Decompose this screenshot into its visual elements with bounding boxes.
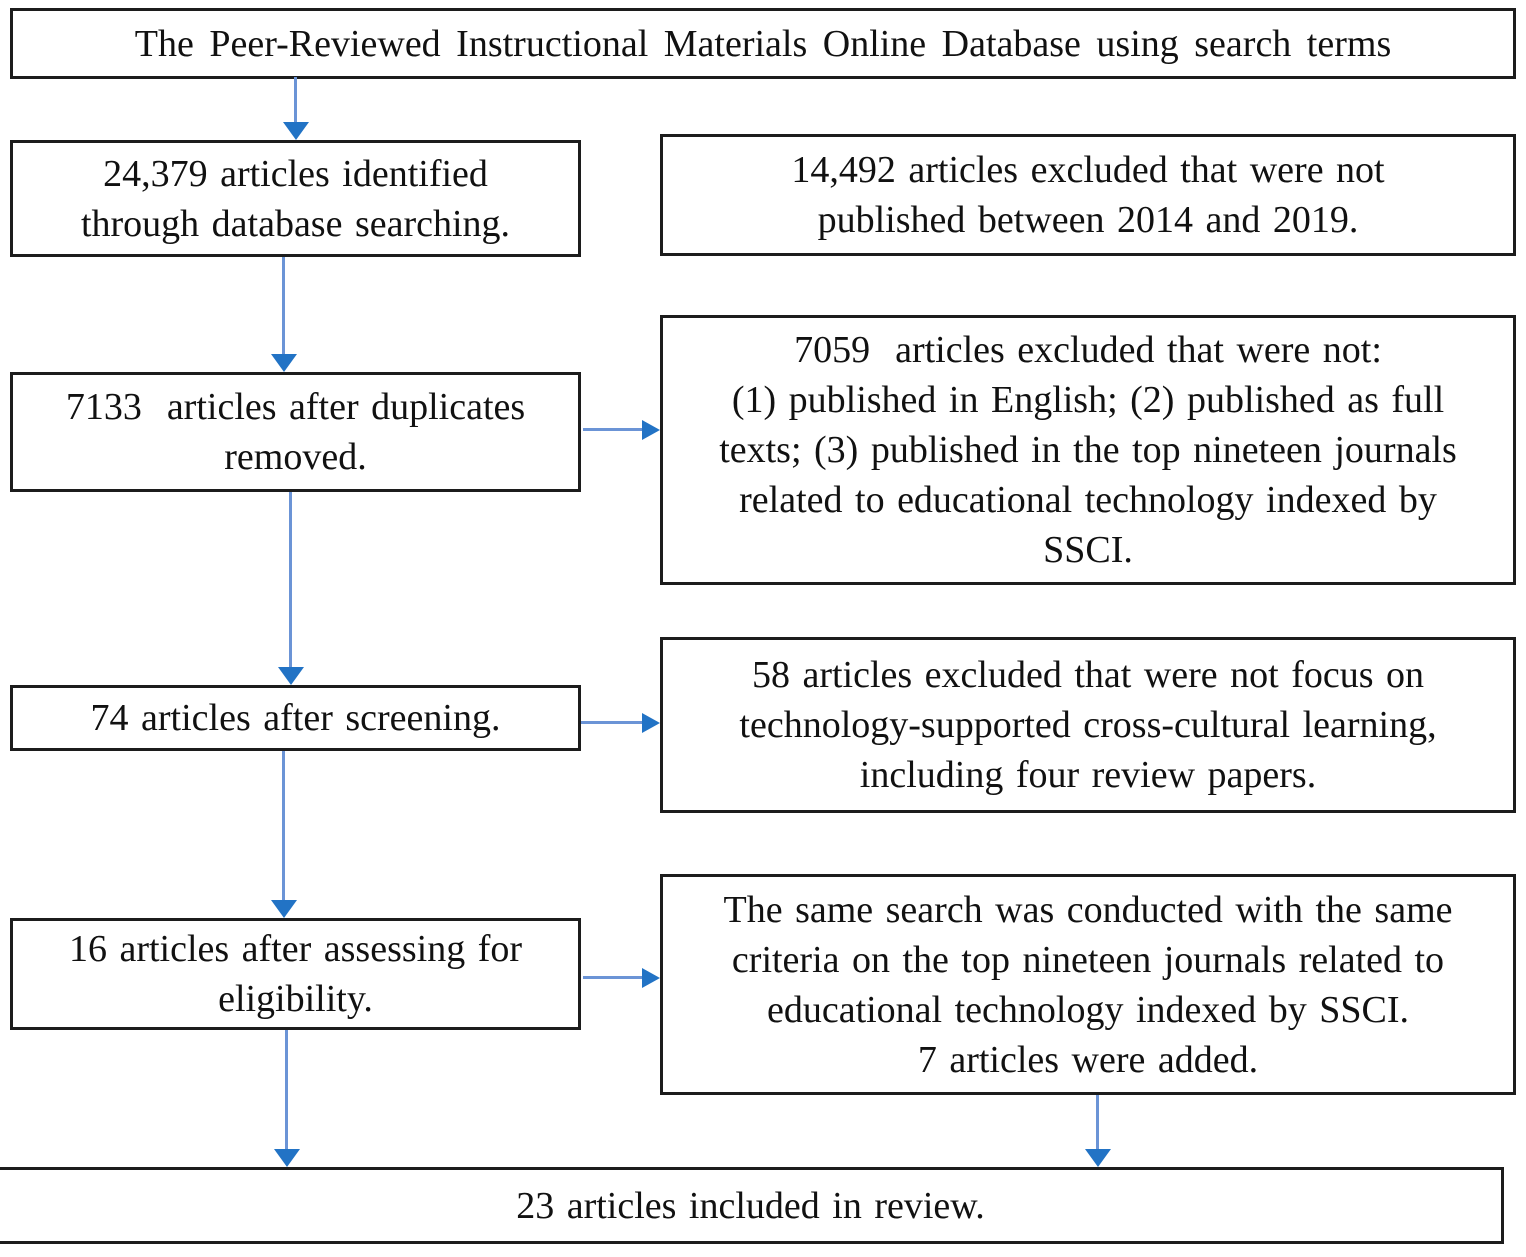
source-database-box: The Peer-Reviewed Instructional Material… <box>10 8 1516 79</box>
supplementary-search-box: The same search was conducted with the s… <box>660 874 1516 1095</box>
arrow-duplicates-to-screening-icon <box>289 492 292 667</box>
arrow-identified-to-duplicates-icon <box>282 257 285 354</box>
included-in-review-box: 23 articles included in review. <box>0 1167 1504 1244</box>
after-screening-box: 74 articles after screening. <box>10 685 581 751</box>
excluded-by-year-box: 14,492 articles excluded that were not p… <box>660 134 1516 256</box>
arrow-supplementary-to-included-icon <box>1096 1095 1099 1149</box>
arrow-eligibility-to-supplementary-icon <box>583 976 642 979</box>
after-duplicates-box: 7133 articles after duplicates removed. <box>10 372 581 492</box>
arrow-source-to-identified-icon <box>294 77 297 122</box>
identified-articles-box: 24,379 articles identified through datab… <box>10 140 581 257</box>
after-eligibility-box: 16 articles after assessing for eligibil… <box>10 918 581 1030</box>
excluded-by-focus-box: 58 articles excluded that were not focus… <box>660 637 1516 813</box>
arrow-screening-to-eligibility-icon <box>282 751 285 900</box>
arrow-duplicates-to-excluded-criteria-icon <box>583 428 642 431</box>
excluded-by-criteria-box: 7059 articles excluded that were not: (1… <box>660 315 1516 585</box>
arrow-eligibility-to-included-icon <box>285 1030 288 1149</box>
arrow-screening-to-excluded-focus-icon <box>581 721 642 724</box>
